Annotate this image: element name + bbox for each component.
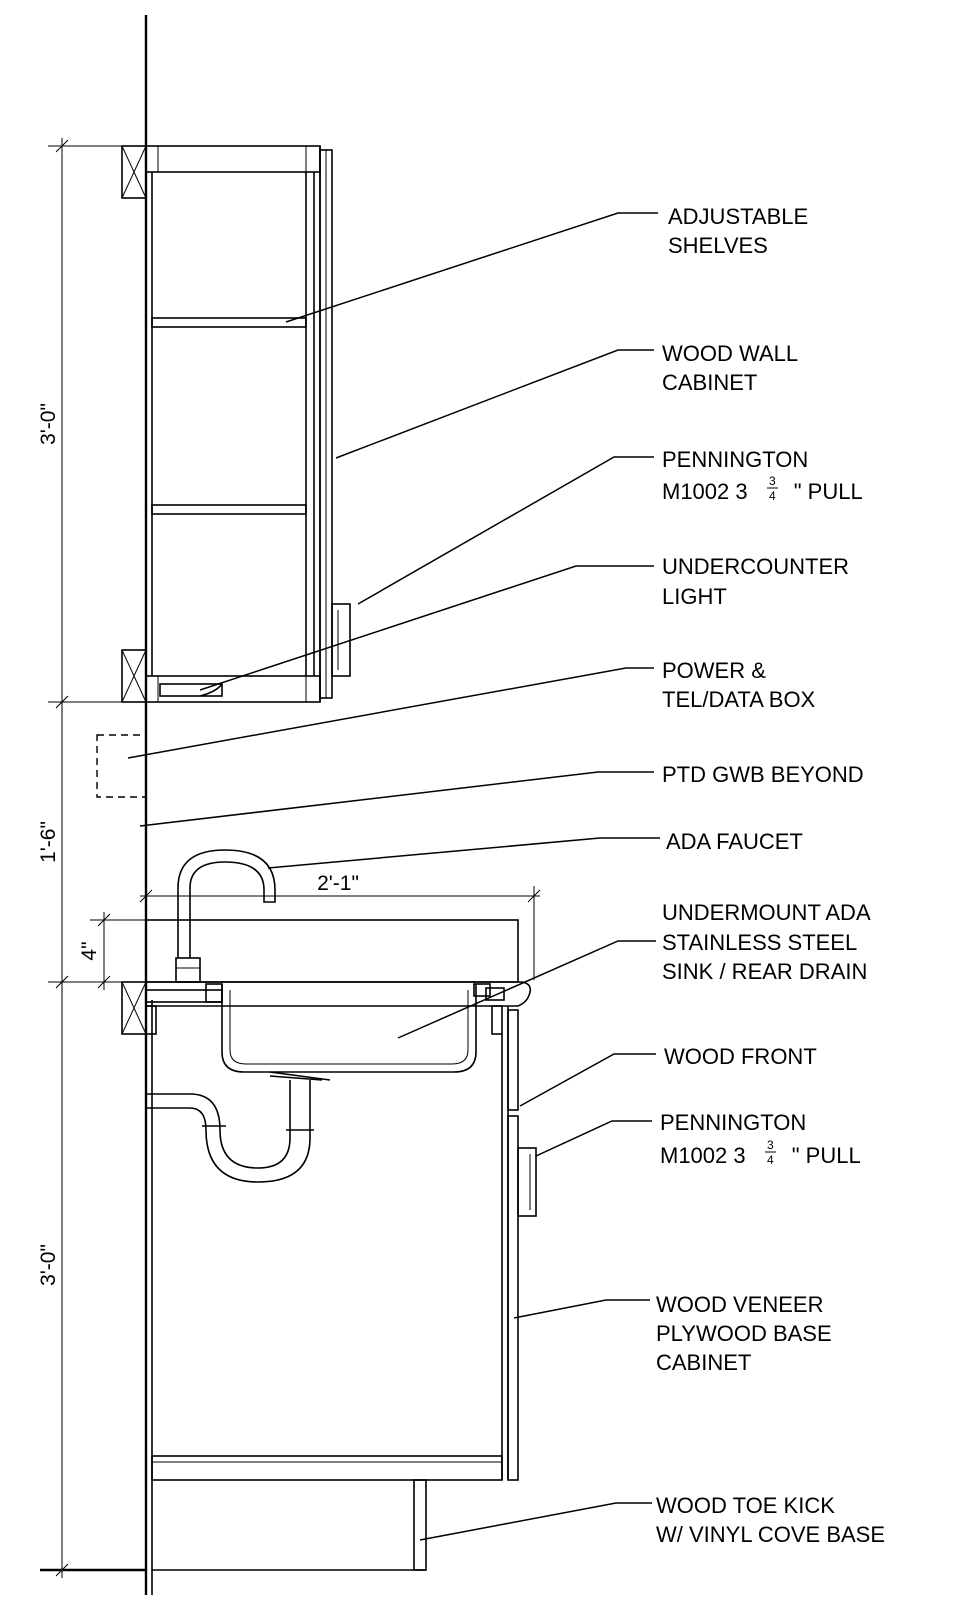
sink-line-2: STAINLESS STEEL [662,930,857,955]
upper-pull-line-1: PENNINGTON [662,447,808,472]
dim-counter-depth: 2'-1" [317,872,359,895]
gwb-line-1: PTD GWB BEYOND [662,762,864,787]
label-undercounter-light: UNDERCOUNTER LIGHT [662,554,849,609]
toe-kick-line-1: WOOD TOE KICK [656,1493,835,1518]
label-upper-pull: PENNINGTON M1002 3 " PULL 3 4 [662,447,863,504]
label-wood-wall-cabinet: WOOD WALL CABINET [662,341,798,395]
adjustable-shelves-line-2: SHELVES [668,233,768,258]
dim-counter-gap: 1'-6" [37,821,60,863]
upper-pull-frac-den: 4 [769,489,776,503]
p-trap-drain [146,1080,314,1183]
toe-kick [40,1455,503,1572]
wood-wall-cabinet-line-1: WOOD WALL [662,341,798,366]
undercounter-light-line-2: LIGHT [662,584,727,609]
label-power-box: POWER & TEL/DATA BOX [662,658,816,712]
ada-faucet [175,849,276,983]
label-sink: UNDERMOUNT ADA STAINLESS STEEL SINK / RE… [662,900,871,984]
base-cabinet-line-3: CABINET [656,1350,751,1375]
sink [221,983,491,1081]
dim-backsplash: 4" [78,941,101,960]
faucet-line-1: ADA FAUCET [666,829,803,854]
label-gwb: PTD GWB BEYOND [662,762,864,787]
label-base-cabinet: WOOD VENEER PLYWOOD BASE CABINET [656,1292,832,1375]
power-data-box [96,734,147,798]
sink-line-3: SINK / REAR DRAIN [662,959,867,984]
adjustable-shelves-line-1: ADJUSTABLE [668,204,808,229]
label-wood-front: WOOD FRONT [664,1044,817,1069]
power-box-line-2: TEL/DATA BOX [662,687,816,712]
countertop [121,981,532,1035]
leader-lines [127,212,660,1541]
upper-pull-line-2: M1002 3 " PULL [662,479,863,504]
base-cabinet-pull [517,1147,537,1217]
upper-wall-cabinet [121,145,333,703]
upper-cabinet-pull [331,603,351,677]
dim-upper-cabinet: 3'-0" [37,403,60,445]
wall [144,15,153,1595]
undercounter-light-line-1: UNDERCOUNTER [662,554,849,579]
adjustable-shelves [151,317,307,515]
label-adjustable-shelves: ADJUSTABLE SHELVES [668,204,808,258]
lower-pull-frac-den: 4 [767,1153,774,1167]
base-cabinet-line-1: WOOD VENEER [656,1292,823,1317]
base-cabinet [501,1006,519,1481]
backsplash [145,919,519,983]
dimension-lines [48,138,541,1578]
lower-pull-line-2: M1002 3 " PULL [660,1143,861,1168]
dimension-texts: 3'-0" 1'-6" 4" 3'-0" 2'-1" [37,403,359,1286]
dim-base-cabinet: 3'-0" [37,1244,60,1286]
base-cabinet-line-2: PLYWOOD BASE [656,1321,832,1346]
wood-wall-cabinet-line-2: CABINET [662,370,757,395]
label-lower-pull: PENNINGTON M1002 3 " PULL 3 4 [660,1110,861,1168]
label-toe-kick: WOOD TOE KICK W/ VINYL COVE BASE [656,1493,885,1547]
upper-pull-frac-num: 3 [769,474,776,488]
power-box-line-1: POWER & [662,658,766,683]
toe-kick-line-2: W/ VINYL COVE BASE [656,1522,885,1547]
sink-line-1: UNDERMOUNT ADA [662,900,871,925]
lower-pull-frac-num: 3 [767,1138,774,1152]
undercounter-light [159,683,223,697]
lower-pull-line-1: PENNINGTON [660,1110,806,1135]
wood-front-line-1: WOOD FRONT [664,1044,817,1069]
label-faucet: ADA FAUCET [666,829,803,854]
